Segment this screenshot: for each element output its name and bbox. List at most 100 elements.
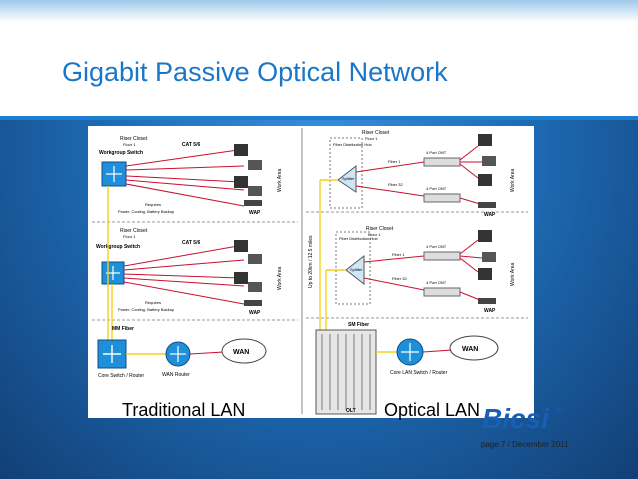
access-point-icon [244,300,262,306]
phone-icon [482,156,496,166]
opt-fdh-1-box [329,137,363,209]
trad-req-2-title: Requires [145,300,161,305]
opt-wap-1: WAP [484,212,496,218]
trad-riser-2-floor: Floor 1 [123,234,136,239]
content-panel: Riser Closet Floor 1 Workgroup Switch CA… [0,120,638,479]
network-diagram: Riser Closet Floor 1 Workgroup Switch CA… [88,126,534,418]
opt-ont-1a: 4 Port ONT [426,150,447,155]
opt-ont-2b: 4 Port ONT [426,280,447,285]
opt-wap-2: WAP [484,308,496,314]
caption-traditional-lan: Traditional LAN [122,400,246,420]
phone-icon [248,254,262,264]
computer-icon [234,144,248,156]
opt-fiber-1b: Fiber 32 [388,182,403,187]
opt-splitter-2-label: Splitter [350,267,363,272]
computer-icon [478,174,492,186]
opt-sm-fiber-lines [319,179,346,330]
opt-fdh-2-label: Fiber Distribution Hub [339,236,378,241]
opt-fdh-1-label: Fiber Distribution Hub [333,142,372,147]
computer-icon [234,240,248,252]
access-point-icon [478,298,496,304]
trad-work-area-1: Work Area [277,169,283,192]
opt-wan-cloud [449,335,499,361]
access-point-icon [244,200,262,206]
bicsi-logo: Bicsi [482,403,549,434]
phone-icon [482,252,496,262]
trad-wg-1-label: Workgroup Switch [99,150,143,156]
trad-copper-2 [123,245,245,305]
opt-ont-1b: 4 Port ONT [426,186,447,191]
opt-wan-label: WAN [462,346,478,353]
opt-sm-fiber: SM Fiber [348,322,369,328]
ont-icon [423,251,461,261]
opt-fiber-1 [355,161,425,197]
ont-icon [423,287,461,297]
opt-fiber-2a: Fiber 1 [392,252,405,257]
trad-floor-1: Riser Closet Floor 1 Workgroup Switch CA… [99,136,283,216]
trad-req-1-text: Power, Cooling, Battery Backup [118,209,175,214]
trad-mm-fiber: MM Fiber [112,326,134,332]
opt-work-area-1: Work Area [510,169,516,192]
trad-core: MM Fiber Core Switch / Router WAN Router… [97,186,267,379]
opt-core: Up to 20km / 12.5 miles SM Fiber OLT Cor… [308,179,499,415]
trad-router-to-wan [189,351,225,355]
computer-icon [478,134,492,146]
trad-wg-2-label: Workgroup Switch [96,244,140,250]
trad-wan-cloud [221,338,267,364]
trad-riser-1-floor: Floor 1 [123,142,136,147]
router-arrows-icon [170,346,186,362]
trad-work-area-2: Work Area [277,267,283,290]
computer-icon [478,230,492,242]
trad-req-2-text: Power, Cooling, Battery Backup [118,307,175,312]
trad-wan-label: WAN [233,349,249,356]
opt-copper-2 [459,239,483,301]
trad-mm-fiber-lines [107,186,113,340]
opt-riser-2-title: Riser Closet [366,226,394,232]
opt-floor-2: Riser Closet Floor 1 Fiber Distribution … [335,226,516,314]
opt-riser-1-floor: Floor 1 [365,136,378,141]
slide-footer: page 7 / December 2011 [481,440,569,449]
title-band: Gigabit Passive Optical Network [0,0,638,118]
opt-fdh-2-box [335,231,371,305]
opt-vertical-note: Up to 20km / 12.5 miles [308,235,314,288]
opt-ont-2a: 4 Port ONT [426,244,447,249]
opt-fiber-2b: Fiber 32 [392,276,407,281]
opt-riser-2-floor: Floor 1 [368,232,381,237]
opt-splitter-1-label: Splitter [342,176,355,181]
switch-arrows-icon [106,166,122,182]
diagram-sheet [88,126,534,418]
ont-icon [423,193,461,203]
computer-icon [234,272,248,284]
phone-icon [248,282,262,292]
opt-riser-1-title: Riser Closet [362,130,390,136]
opt-splitter-1 [337,164,357,193]
title-rule [0,116,638,120]
opt-splitter-2 [345,254,365,286]
olt-card-slots [321,334,371,410]
opt-core-lan-label: Core LAN Switch / Router [390,370,448,376]
router-arrows-icon [103,345,121,363]
caption-optical-lan: Optical LAN [384,400,481,420]
trad-wap-2: WAP [249,310,261,316]
computer-icon [234,176,248,188]
trad-riser-1-title: Riser Closet [120,136,148,142]
opt-fiber-1a: Fiber 1 [388,159,401,164]
phone-icon [248,186,262,196]
trad-wap-1: WAP [249,210,261,216]
access-point-icon [478,202,496,208]
trad-cat-1: CAT 5/6 [182,142,200,148]
opt-floor-1: Riser Closet Floor 1 Fiber Distribution … [329,130,516,218]
ont-icon [423,157,461,167]
trad-core-switch-label: Core Switch / Router [98,373,144,379]
trad-copper-1 [125,149,245,207]
bicsi-logo-mark: ® [556,406,562,415]
opt-work-area-2: Work Area [510,263,516,286]
trad-req-1-title: Requires [145,202,161,207]
opt-router-to-wan [422,349,453,353]
trad-cat-2: CAT 5/6 [182,240,200,246]
opt-fiber-2 [363,255,425,291]
slide-title: Gigabit Passive Optical Network [62,57,448,87]
opt-olt-label: OLT [346,408,356,414]
trad-riser-2-title: Riser Closet [120,228,148,234]
